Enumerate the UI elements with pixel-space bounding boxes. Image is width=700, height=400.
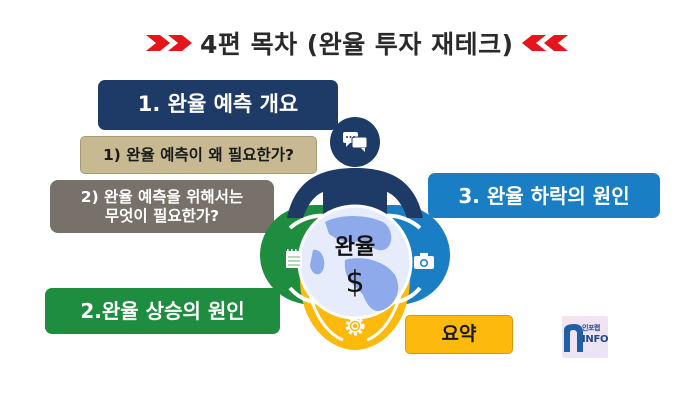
dollar-symbol: $ <box>345 265 365 300</box>
section-summary[interactable]: 요약 <box>405 315 513 354</box>
section-2-rise-causes[interactable]: 2.완율 상승의 원인 <box>45 288 280 334</box>
petal-diagram-graphic <box>260 117 450 350</box>
logo-n-mark-icon <box>564 324 583 352</box>
info-logo: 인포랩 INFO <box>562 316 609 358</box>
section-1-overview[interactable]: 1. 완율 예측 개요 <box>98 80 338 130</box>
page-title: 4편 목차 (완율 투자 재테크) <box>200 30 514 59</box>
person-body <box>287 168 423 228</box>
logo-top-text: 인포랩 <box>582 324 600 332</box>
section-1-sub-1[interactable]: 1) 완율 예측이 왜 필요한가? <box>80 136 317 174</box>
chat-bubbles-icon <box>343 132 368 152</box>
central-diagram: 완율 $ <box>255 110 455 360</box>
section-1-label: 1. 완율 예측 개요 <box>137 92 299 117</box>
section-1-sub-1-label: 1) 완율 예측이 왜 필요한가? <box>102 145 295 164</box>
globe-word: 완율 <box>334 235 376 260</box>
summary-label: 요약 <box>441 323 477 346</box>
logo-bottom-text: INFO <box>582 334 609 345</box>
section-2-label: 2.완율 상승의 원인 <box>80 299 245 323</box>
section-3-label: 3. 완율 하락의 원인 <box>458 183 630 208</box>
notepad-icon <box>286 249 302 268</box>
title-row: 4편 목차 (완율 투자 재테크) <box>146 26 568 60</box>
section-1-sub-2[interactable]: 2) 완율 예측을 위해서는 무엇이 필요한가? <box>50 180 274 233</box>
section-1-sub-2-line-2: 무엇이 필요한가? <box>104 206 220 225</box>
section-3-decline-causes[interactable]: 3. 완율 하락의 원인 <box>428 173 660 218</box>
camera-icon <box>414 253 434 269</box>
gear-icon <box>345 316 365 336</box>
chevron-left-icon <box>521 35 568 51</box>
section-1-sub-2-line-1: 2) 완율 예측을 위해서는 <box>80 187 244 206</box>
chevron-right-icon <box>146 35 192 51</box>
